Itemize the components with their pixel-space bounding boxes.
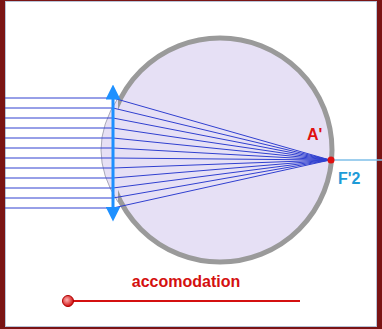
slider-label: accomodation — [131, 273, 241, 291]
focus-label: F'2 — [337, 170, 361, 188]
cornea — [101, 98, 118, 202]
point-label: A' — [306, 126, 323, 144]
lens-symbol — [112, 92, 115, 214]
slider-knob — [63, 296, 74, 307]
image-point — [328, 157, 335, 164]
light-rays — [5, 98, 330, 208]
slider-track — [68, 300, 300, 302]
optical-axis — [332, 159, 382, 161]
